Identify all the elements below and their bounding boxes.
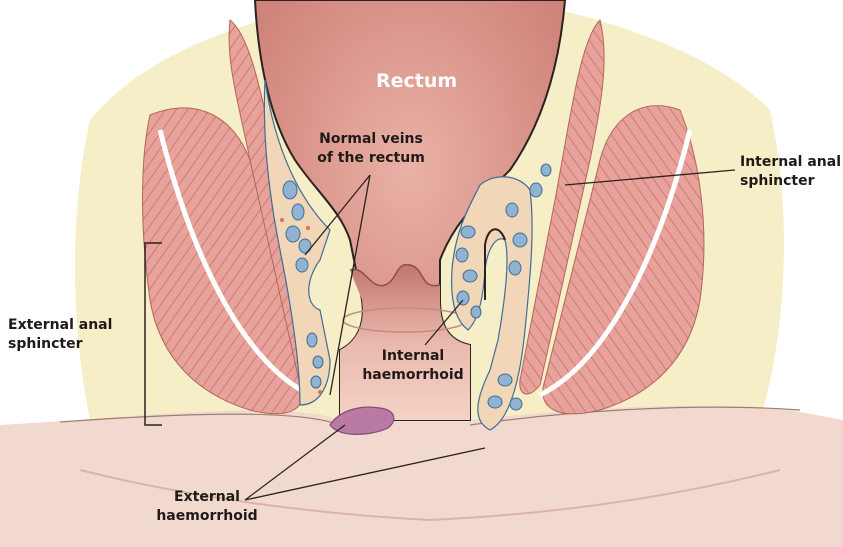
internal-sphincter-line1: Internal anal [740, 153, 841, 172]
rectum-label: Rectum [376, 70, 457, 92]
external-sphincter-label: External anal sphincter [8, 316, 112, 354]
external-sphincter-line1: External anal [8, 316, 112, 335]
perineum-skin [0, 406, 843, 547]
normal-veins-line1: Normal veins [306, 130, 436, 149]
external-haemorrhoid-line1: External [152, 488, 262, 507]
normal-veins-line2: of the rectum [306, 149, 436, 168]
internal-haemorrhoid-line2: haemorrhoid [358, 366, 468, 385]
internal-sphincter-label: Internal anal sphincter [740, 153, 841, 191]
internal-sphincter-line2: sphincter [740, 172, 841, 191]
internal-haemorrhoid-label: Internal haemorrhoid [358, 347, 468, 385]
normal-veins-label: Normal veins of the rectum [306, 130, 436, 168]
external-haemorrhoid-label: External haemorrhoid [152, 488, 262, 526]
external-haemorrhoid-line2: haemorrhoid [152, 507, 262, 526]
external-sphincter-line2: sphincter [8, 335, 112, 354]
internal-haemorrhoid-line1: Internal [358, 347, 468, 366]
